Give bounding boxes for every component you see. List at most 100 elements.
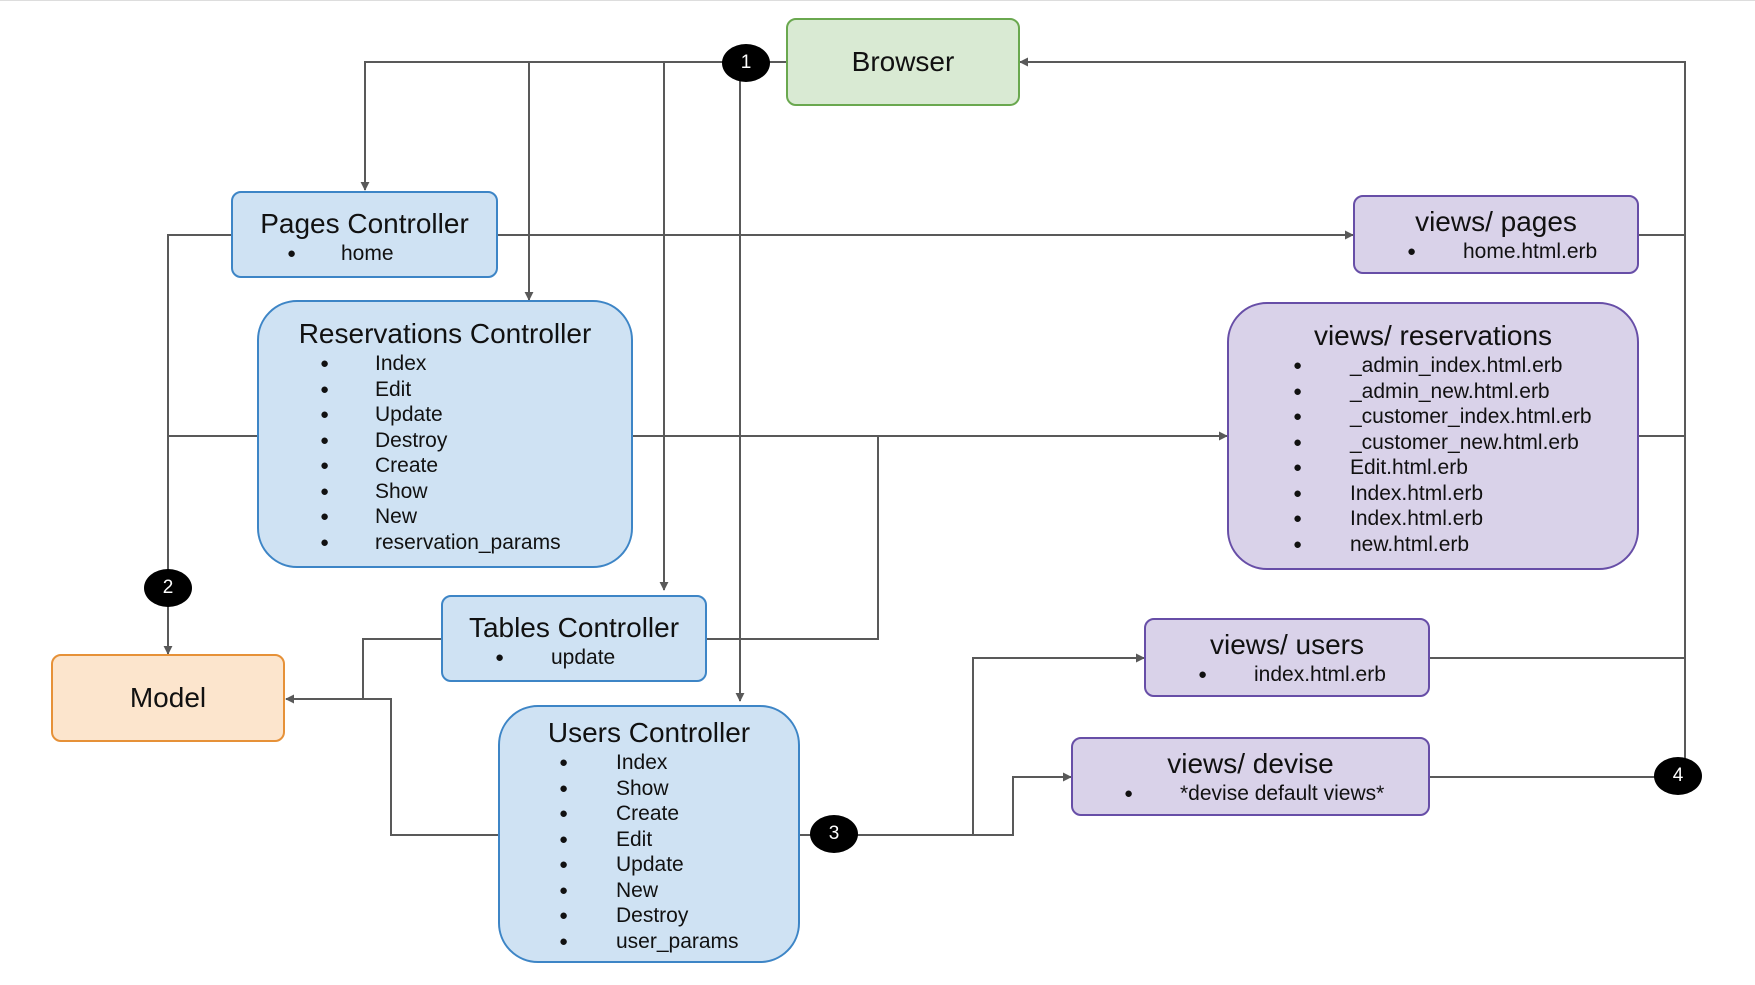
browser-node: Browser xyxy=(786,18,1020,106)
action-label: Update xyxy=(375,403,443,426)
view-file-item: ●new.html.erb xyxy=(1293,532,1470,556)
action-label: New xyxy=(616,878,659,902)
view-file-label: home.html.erb xyxy=(1463,240,1598,263)
views-users-title: views/ users xyxy=(1209,629,1365,660)
views-pages-node: views/ pages ●home.html.erb xyxy=(1353,195,1639,274)
step-badge-2: 2 xyxy=(144,569,192,607)
wire-tables-to-model xyxy=(362,638,441,699)
views-devise-files: ●*devise default views* xyxy=(1073,781,1428,807)
step-badge-1: 1 xyxy=(722,44,770,82)
action-label: Index xyxy=(616,751,668,774)
view-file-item: ●_customer_new.html.erb xyxy=(1293,430,1579,454)
action-item: ●Update xyxy=(320,403,443,426)
wire-tables-to-views-reservations xyxy=(707,436,879,640)
action-label: Edit xyxy=(375,377,412,401)
view-file-item: ●Edit.html.erb xyxy=(1293,456,1468,479)
browser-label: Browser xyxy=(851,46,955,77)
users-controller-node: Users Controller ●Index ●Show ●Create ●E… xyxy=(498,705,800,963)
action-item: ●Show xyxy=(320,479,428,503)
wire-browser-to-pages xyxy=(360,61,705,191)
action-label: Destroy xyxy=(616,904,689,927)
action-item: ●Destroy xyxy=(320,428,448,452)
wire-users-to-views-devise xyxy=(973,772,1072,836)
action-label: New xyxy=(375,505,418,528)
action-label: Show xyxy=(375,479,428,503)
view-file-item: ●Index.html.erb xyxy=(1293,507,1484,530)
action-item: ●New xyxy=(559,878,659,902)
view-file-label: Edit.html.erb xyxy=(1350,456,1468,479)
reservations-controller-node: Reservations Controller ●Index ●Edit ●Up… xyxy=(257,300,633,568)
action-item: ●Index xyxy=(559,751,668,774)
wire-users-to-views-users xyxy=(800,653,1145,836)
views-reservations-files: ●_admin_index.html.erb ●_admin_new.html.… xyxy=(1229,353,1637,557)
action-item: ●Destroy xyxy=(559,904,689,927)
wire-pages-to-model xyxy=(163,234,231,655)
action-item: ●Edit xyxy=(320,377,412,401)
view-file-label: _admin_new.html.erb xyxy=(1350,379,1550,403)
views-devise-title: views/ devise xyxy=(1167,748,1334,779)
views-pages-files: ●home.html.erb xyxy=(1355,239,1637,265)
views-devise-node: views/ devise ●*devise default views* xyxy=(1071,737,1430,816)
action-label: Index xyxy=(375,352,427,375)
users-controller-title: Users Controller xyxy=(547,717,751,748)
step-badge-4: 4 xyxy=(1654,757,1702,795)
action-label: update xyxy=(551,646,616,669)
views-reservations-title: views/ reservations xyxy=(1313,320,1553,351)
action-item: ●user_params xyxy=(559,929,739,953)
action-label: Show xyxy=(616,776,669,800)
action-item: ●home xyxy=(287,242,394,265)
action-item: ●New xyxy=(320,505,418,528)
reservations-controller-actions: ●Index ●Edit ●Update ●Destroy ●Create ●S… xyxy=(259,351,631,555)
tables-controller-actions: ●update xyxy=(443,645,705,671)
pages-controller-node: Pages Controller ●home xyxy=(231,191,498,278)
view-file-label: _customer_index.html.erb xyxy=(1350,405,1592,428)
view-file-item: ●_customer_index.html.erb xyxy=(1293,405,1592,428)
action-item: ●Index xyxy=(320,352,427,375)
view-file-label: Index.html.erb xyxy=(1350,481,1484,505)
view-file-item: ●home.html.erb xyxy=(1407,240,1598,263)
action-label: Create xyxy=(375,454,439,477)
tables-controller-node: Tables Controller ●update xyxy=(441,595,707,682)
view-file-label: index.html.erb xyxy=(1254,663,1386,686)
action-item: ●Update xyxy=(559,853,684,876)
view-file-item: ●_admin_index.html.erb xyxy=(1293,354,1563,377)
step-badge-3: 3 xyxy=(810,815,858,853)
views-users-files: ●index.html.erb xyxy=(1146,662,1428,688)
action-label: Destroy xyxy=(375,428,448,452)
action-item: ●Create xyxy=(559,802,680,825)
view-file-item: ●Index.html.erb xyxy=(1293,481,1484,505)
wire-views-to-browser xyxy=(1019,57,1686,777)
action-label: home xyxy=(341,242,394,265)
views-reservations-node: views/ reservations ●_admin_index.html.e… xyxy=(1227,302,1639,570)
view-file-label: _customer_new.html.erb xyxy=(1350,430,1579,454)
action-item: ●update xyxy=(495,646,616,669)
action-label: user_params xyxy=(616,929,739,953)
action-item: ●reservation_params xyxy=(320,530,561,554)
views-pages-title: views/ pages xyxy=(1415,206,1577,237)
view-file-item: ●*devise default views* xyxy=(1124,782,1385,805)
views-users-node: views/ users ●index.html.erb xyxy=(1144,618,1430,697)
action-label: Create xyxy=(616,802,680,825)
model-node: Model xyxy=(51,654,285,742)
action-item: ●Edit xyxy=(559,827,653,851)
top-border xyxy=(0,0,1755,1)
view-file-label: Index.html.erb xyxy=(1350,507,1484,530)
view-file-item: ●index.html.erb xyxy=(1198,663,1386,686)
view-file-item: ●_admin_new.html.erb xyxy=(1293,379,1550,403)
wire-users-to-model xyxy=(285,694,498,836)
reservations-controller-title: Reservations Controller xyxy=(298,318,592,349)
view-file-label: new.html.erb xyxy=(1350,532,1470,556)
action-label: reservation_params xyxy=(375,530,561,554)
action-label: Update xyxy=(616,853,684,876)
action-item: ●Show xyxy=(559,776,669,800)
users-controller-actions: ●Index ●Show ●Create ●Edit ●Update ●New … xyxy=(500,750,798,954)
view-file-label: _admin_index.html.erb xyxy=(1350,354,1563,377)
model-label: Model xyxy=(129,682,207,713)
pages-controller-title: Pages Controller xyxy=(260,208,469,239)
tables-controller-title: Tables Controller xyxy=(468,612,680,643)
action-item: ●Create xyxy=(320,454,439,477)
view-file-label: *devise default views* xyxy=(1180,782,1385,805)
action-label: Edit xyxy=(616,827,653,851)
